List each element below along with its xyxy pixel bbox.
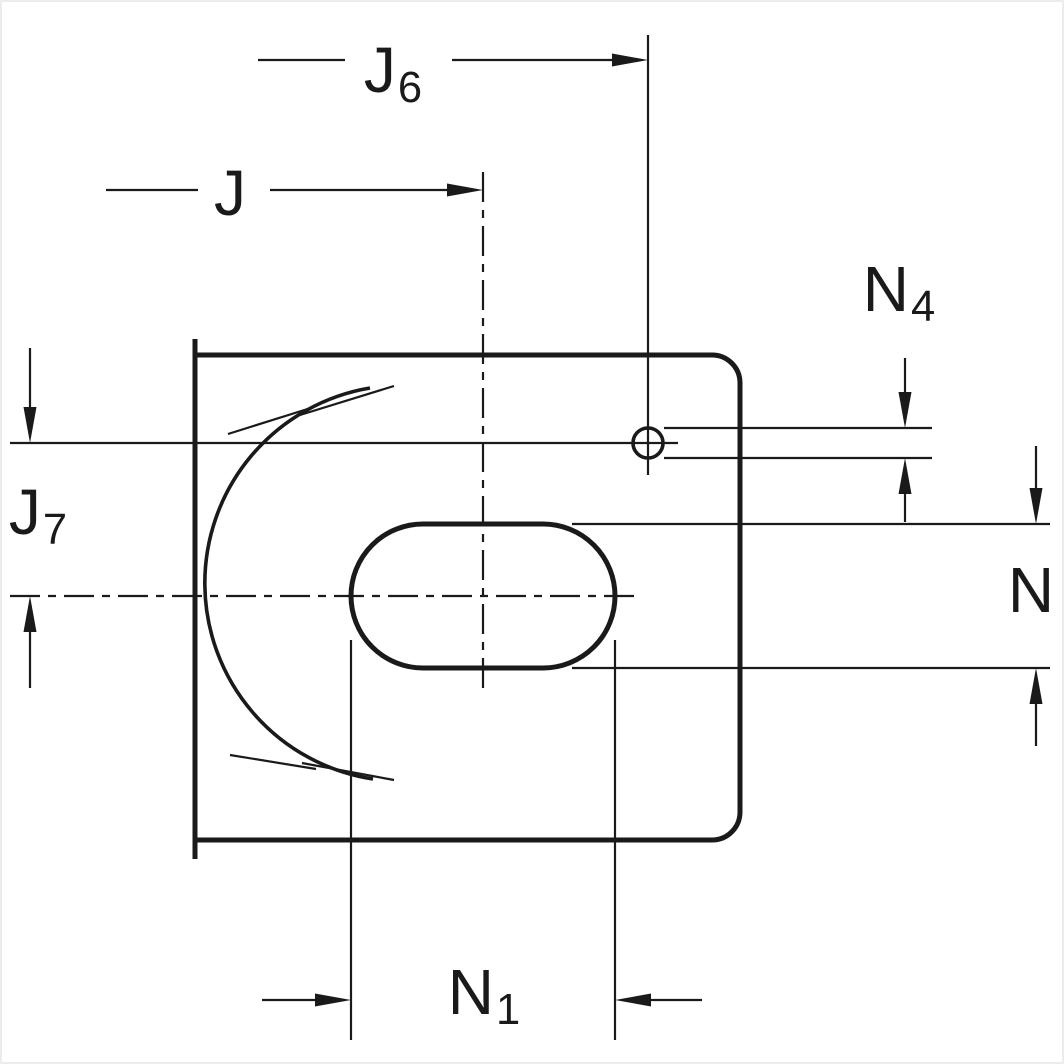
arrow-n1-right <box>315 993 351 1007</box>
label-j7-sub: 7 <box>42 506 68 555</box>
label-j7: J7 <box>9 480 67 552</box>
break-line-bottom <box>229 753 395 782</box>
arrow-n4-up <box>898 458 912 494</box>
label-n1-sub: 1 <box>496 986 521 1035</box>
break-line-top <box>227 384 395 436</box>
arrow-n4-down <box>898 392 912 428</box>
housing-arc <box>203 386 374 781</box>
reference-lines <box>10 35 1050 1040</box>
label-n4-sub: 4 <box>911 283 936 332</box>
arrow-j7-down <box>23 407 37 443</box>
dimension-j7 <box>23 348 37 688</box>
label-n4: N4 <box>863 257 935 329</box>
label-j: J <box>214 161 246 225</box>
arrow-n-up <box>1029 668 1043 704</box>
dimension-j6 <box>258 53 648 67</box>
label-j-main: J <box>214 157 246 229</box>
label-n: N <box>1008 558 1054 622</box>
dimension-j <box>106 183 483 197</box>
label-n1: N1 <box>448 960 520 1032</box>
arrow-j7-up <box>23 596 37 632</box>
plate-outline <box>195 352 743 843</box>
label-n4-main: N <box>862 253 910 325</box>
label-j6: J6 <box>364 38 422 110</box>
dimension-n1 <box>262 993 702 1007</box>
arrow-n-down <box>1029 488 1043 524</box>
label-n-main: N <box>1007 554 1055 626</box>
arrow-j6 <box>612 53 648 67</box>
dimension-n4 <box>898 358 912 522</box>
dimension-n <box>1029 446 1043 746</box>
label-j7-main: J <box>8 476 41 548</box>
label-j6-main: J <box>363 34 396 106</box>
arrow-n1-left <box>615 993 651 1007</box>
plate-geometry <box>192 339 743 859</box>
label-j6-sub: 6 <box>397 64 423 113</box>
arrow-j <box>447 183 483 197</box>
label-n1-main: N <box>447 956 495 1028</box>
